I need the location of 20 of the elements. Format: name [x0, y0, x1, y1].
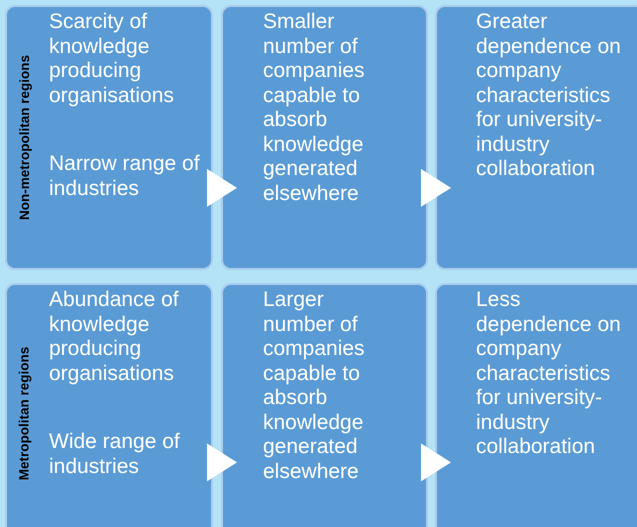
box-text: Scarcity of knowledge producing organisations [49, 10, 175, 108]
process-box [5, 283, 213, 527]
row-heading: Metropolitan regions [16, 346, 32, 480]
row-heading: Non-metropolitan regions [16, 55, 32, 220]
arrow [207, 443, 237, 482]
arrow [421, 168, 451, 207]
box-text: Less dependence on company characteristics for university-industry collaboration [476, 288, 622, 460]
box-text: Greater dependence on company characteristics for university-industry collaboration [476, 10, 622, 182]
arrow [207, 168, 237, 207]
box-text: Wide range of industries [49, 430, 181, 479]
box-text: Smaller number of companies capable to absorb knowledge generated elsewhere [263, 10, 366, 206]
box-text: Narrow range of industries [49, 152, 201, 201]
box-text: Abundance of knowledge producing organisations [49, 288, 180, 386]
arrow [421, 443, 451, 482]
process-box [435, 5, 637, 270]
process-box [5, 5, 213, 270]
process-box [221, 5, 428, 270]
process-box [221, 283, 428, 527]
box-text: Larger number of companies capable to absorb knowledge generated elsewhere [263, 288, 366, 484]
process-box [435, 283, 637, 527]
